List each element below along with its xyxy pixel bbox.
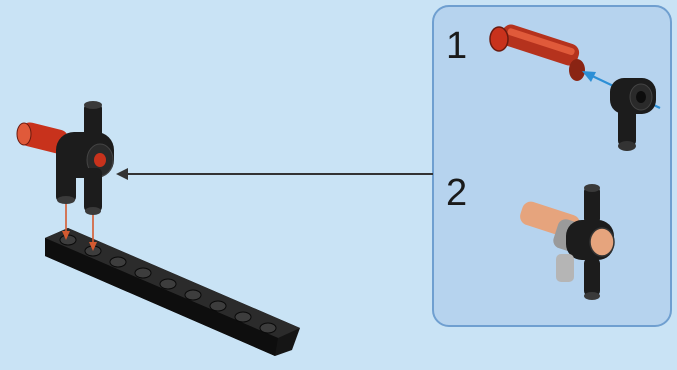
beam-icon bbox=[45, 228, 300, 356]
assembled-connector-icon bbox=[17, 101, 114, 215]
step-number-2: 2 bbox=[446, 172, 467, 214]
pointer-arrow-icon bbox=[116, 168, 433, 180]
step-number-1: 1 bbox=[446, 25, 467, 67]
